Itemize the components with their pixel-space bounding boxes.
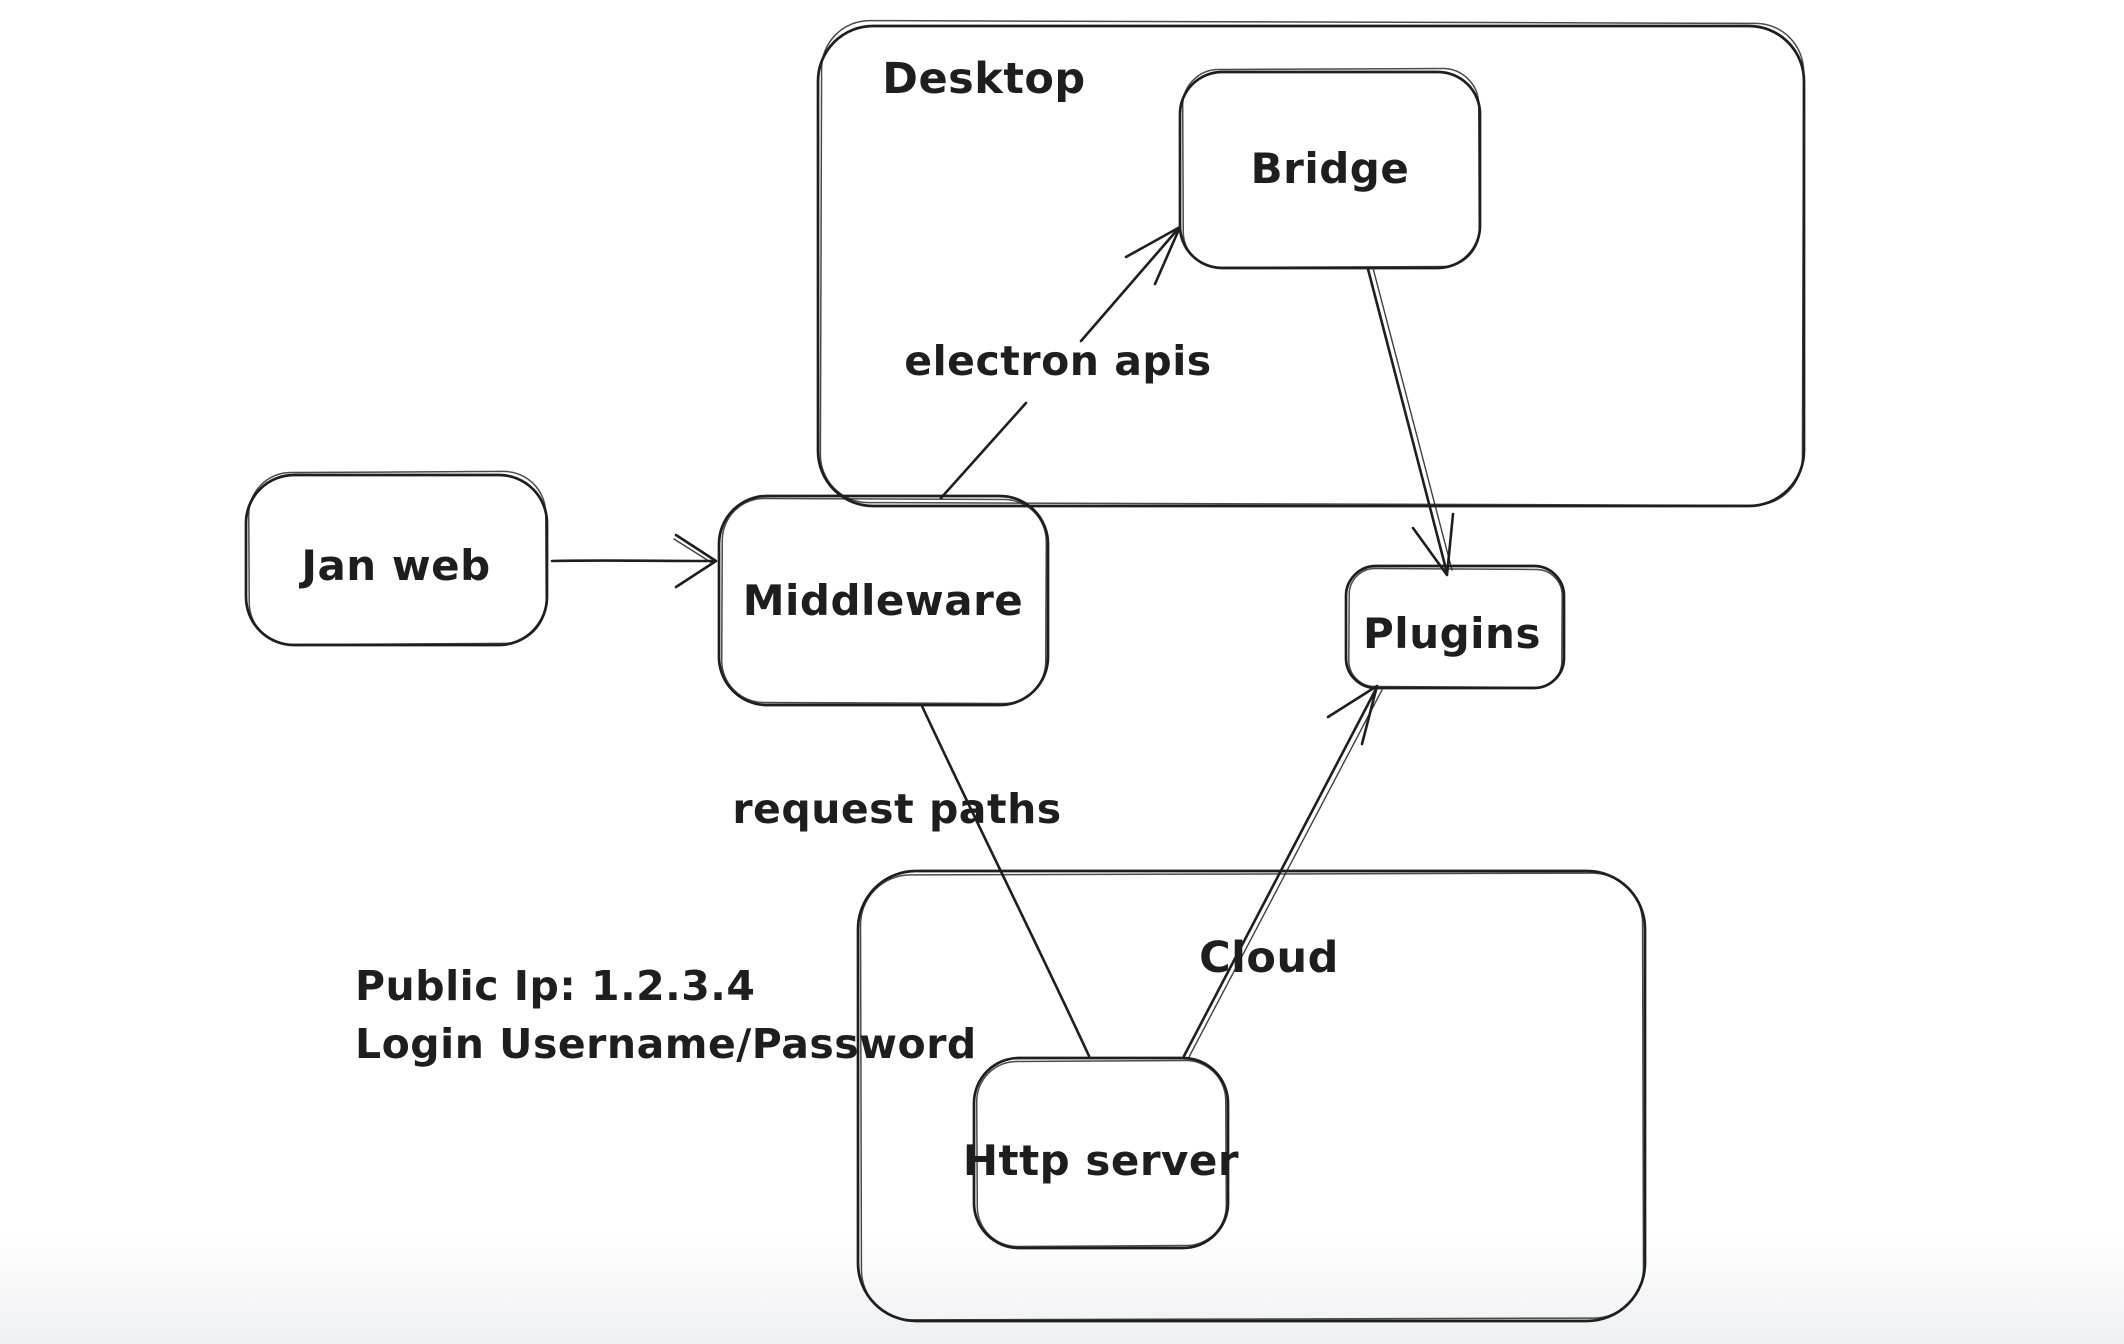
annotation-note[interactable]: Public Ip: 1.2.3.4 Login Username/Passwo…: [355, 962, 977, 1068]
container-desktop-label: Desktop: [882, 54, 1085, 104]
node-bridge[interactable]: Bridge: [1178, 67, 1482, 270]
edge-bridge-to-plugins[interactable]: [1366, 267, 1455, 577]
edge-middleware-to-http-server-shaft: [920, 704, 1091, 1058]
container-desktop[interactable]: Desktop: [816, 19, 1806, 508]
container-cloud-label: Cloud: [1199, 933, 1339, 983]
node-http-server-outline-sketch: [975, 1059, 1228, 1248]
node-middleware-outline-sketch: [720, 497, 1048, 705]
node-middleware-outline: [717, 494, 1050, 707]
edge-jan-web-to-middleware-arrowhead: [674, 533, 718, 589]
edge-jan-web-to-middleware-arrowhead-sketch: [673, 538, 713, 564]
node-middleware[interactable]: Middleware: [717, 494, 1050, 707]
container-cloud[interactable]: Cloud: [856, 869, 1647, 1323]
node-jan-web-label: Jan web: [298, 541, 490, 590]
node-jan-web[interactable]: Jan web: [244, 470, 549, 647]
container-desktop-outline-sketch: [819, 19, 1805, 507]
edge-middleware-to-bridge[interactable]: electron apis: [904, 225, 1211, 500]
edge-http-server-to-plugins-shaft-sketch: [1188, 689, 1383, 1058]
node-plugins[interactable]: Plugins: [1344, 564, 1566, 690]
edge-middleware-to-bridge-label: electron apis: [904, 337, 1211, 385]
edge-jan-web-to-middleware[interactable]: [550, 533, 718, 589]
node-jan-web-outline-sketch: [248, 470, 547, 646]
node-middleware-label: Middleware: [743, 576, 1024, 625]
node-plugins-outline: [1344, 564, 1566, 690]
edge-middleware-to-http-server-label: request paths: [732, 785, 1061, 833]
node-http-server-label: Http server: [963, 1136, 1239, 1185]
node-plugins-label: Plugins: [1363, 609, 1541, 658]
node-jan-web-outline: [244, 473, 549, 647]
edge-middleware-to-bridge-shaft-2: [1079, 227, 1180, 343]
node-bridge-outline-sketch: [1181, 67, 1481, 269]
annotation-line-2: Login Username/Password: [355, 1020, 977, 1068]
container-cloud-outline: [856, 869, 1647, 1323]
edge-middleware-to-http-server[interactable]: request paths: [732, 704, 1091, 1058]
edge-bridge-to-plugins-shaft: [1366, 267, 1449, 575]
node-plugins-outline-sketch: [1348, 567, 1563, 689]
annotation-line-1: Public Ip: 1.2.3.4: [355, 962, 755, 1010]
edge-http-server-to-plugins-shaft: [1182, 685, 1379, 1058]
node-http-server-outline: [972, 1056, 1230, 1250]
edge-middleware-to-bridge-shaft-1: [939, 401, 1028, 500]
node-http-server[interactable]: Http server: [963, 1056, 1239, 1250]
node-bridge-outline: [1178, 70, 1482, 270]
edge-bridge-to-plugins-arrowhead: [1411, 512, 1455, 577]
container-desktop-outline: [816, 24, 1806, 508]
node-bridge-label: Bridge: [1251, 144, 1410, 193]
container-cloud-outline-sketch: [859, 872, 1645, 1321]
edge-bridge-to-plugins-shaft-sketch: [1372, 267, 1453, 571]
